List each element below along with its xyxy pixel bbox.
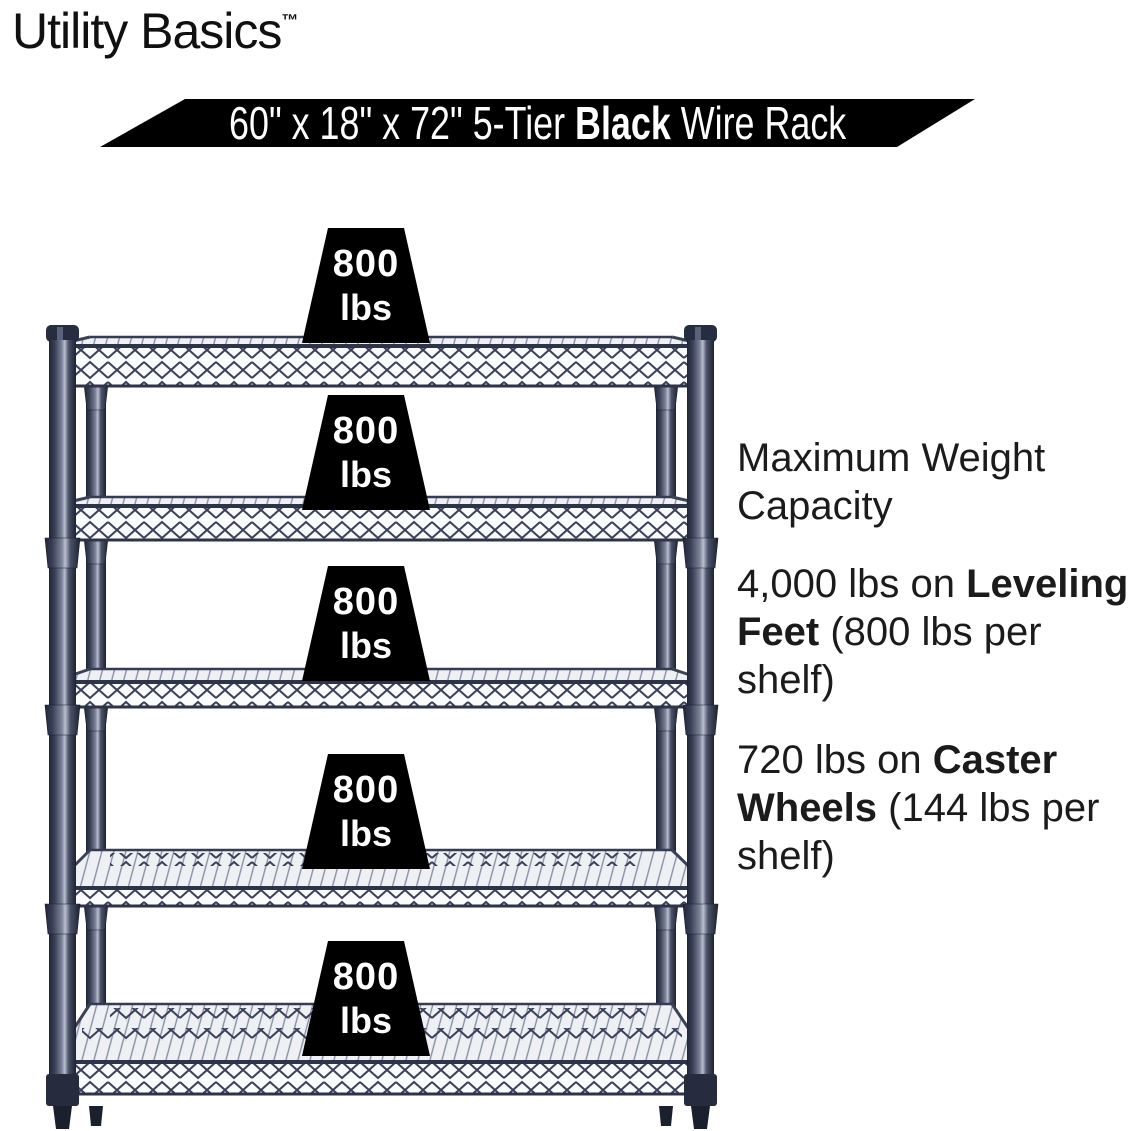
weight-value: 800 xyxy=(332,956,400,998)
weight-value: 800 xyxy=(332,243,400,285)
weight-value: 800 xyxy=(332,410,400,452)
spec-suffix: (144 lbs per shelf) xyxy=(737,786,1100,878)
banner-text-prefix: 60" x 18" x 72" 5-Tier xyxy=(228,97,575,149)
weight-unit: lbs xyxy=(339,813,392,854)
banner-text-suffix: Wire Rack xyxy=(670,97,847,149)
banner-text-highlight: Black xyxy=(574,97,671,149)
spec-prefix: 4,000 lbs on xyxy=(737,562,967,606)
front-posts xyxy=(44,325,719,1129)
shelf-4 xyxy=(50,848,713,908)
capacity-info: Maximum Weight Capacity 4,000 lbs on Lev… xyxy=(737,434,1137,912)
weight-unit: lbs xyxy=(339,625,392,666)
weight-unit: lbs xyxy=(339,287,392,328)
brand-logo: Utility Basics™ xyxy=(12,2,298,60)
spec-prefix: 720 lbs on xyxy=(737,738,933,782)
shelf-1 xyxy=(51,335,712,388)
weight-value: 800 xyxy=(332,769,400,811)
weight-unit: lbs xyxy=(339,454,392,495)
banner-text: 60" x 18" x 72" 5-Tier Black Wire Rack xyxy=(229,99,846,147)
trademark-symbol: ™ xyxy=(281,11,299,31)
capacity-heading: Maximum Weight Capacity xyxy=(737,436,1046,528)
spec-suffix: (800 lbs per shelf) xyxy=(737,610,1042,702)
title-banner: 60" x 18" x 72" 5-Tier Black Wire Rack xyxy=(100,99,975,147)
spec-bold: Leveling Feet xyxy=(737,562,1129,654)
brand-name: Utility Basics xyxy=(12,3,282,59)
weight-value: 800 xyxy=(332,581,400,623)
capacity-spec-leveling-feet: 4,000 lbs on Leveling Feet (800 lbs per … xyxy=(737,560,1137,704)
capacity-spec-caster-wheels: 720 lbs on Caster Wheels (144 lbs per sh… xyxy=(737,736,1137,880)
weight-unit: lbs xyxy=(339,1000,392,1041)
spec-bold: Caster Wheels xyxy=(737,738,1058,830)
